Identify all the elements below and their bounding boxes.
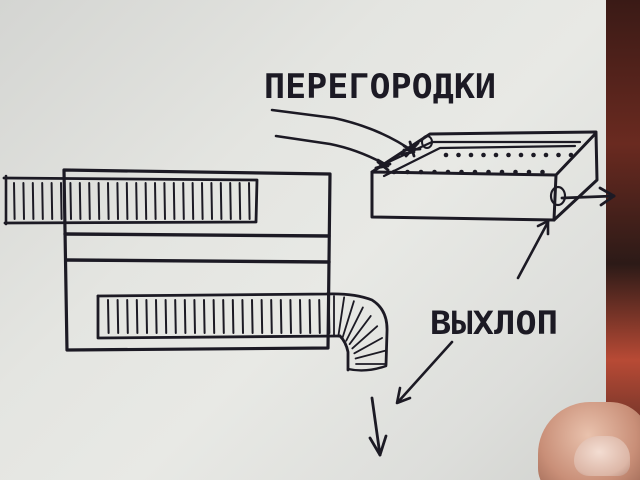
- duct-rib: [348, 315, 372, 346]
- duct-rib: [238, 182, 242, 220]
- partition-hole: [443, 152, 449, 158]
- duct-rib: [289, 299, 292, 334]
- partition-hole: [543, 152, 549, 158]
- duct-rib: [155, 299, 158, 334]
- duct-rib: [201, 182, 204, 220]
- duct-rib: [144, 182, 148, 220]
- duct-rib: [210, 182, 213, 220]
- duct-rib: [183, 299, 187, 334]
- duct-rib: [154, 182, 157, 220]
- thumb: [538, 402, 640, 480]
- duct-rib: [299, 299, 302, 334]
- duct-rib: [229, 182, 232, 220]
- duct-rib: [241, 299, 244, 334]
- partition-hole: [568, 152, 574, 158]
- duct-rib: [116, 182, 119, 220]
- lower-corrugated-duct: [96, 292, 389, 372]
- partition-hole: [499, 169, 505, 175]
- partition-hole: [518, 152, 524, 158]
- duct-rib: [193, 299, 196, 334]
- partition-hole: [418, 169, 424, 175]
- label-exhaust: ВЫХЛОП: [430, 304, 558, 342]
- duct-rib: [69, 182, 72, 220]
- duct-rib: [308, 299, 312, 334]
- partition-hole: [459, 169, 464, 175]
- duct-rib: [135, 182, 138, 220]
- label-partitions: ПЕРЕГОРОДКИ: [264, 67, 496, 107]
- duct-rib: [107, 299, 110, 334]
- duct-rib: [279, 299, 283, 334]
- partition-hole: [472, 169, 478, 175]
- duct-rib: [163, 182, 166, 220]
- duct-rib: [222, 299, 225, 334]
- partition-hole: [481, 152, 486, 158]
- duct-rib: [78, 182, 82, 220]
- partition-hole: [540, 169, 545, 175]
- duct-rib: [22, 182, 25, 220]
- duct-rib: [191, 182, 195, 220]
- partition-hole: [556, 152, 561, 158]
- partition-hole: [432, 169, 437, 175]
- partition-hole: [493, 152, 499, 158]
- duct-rib: [50, 182, 54, 220]
- duct-rib: [126, 299, 129, 334]
- duct-rib: [248, 182, 251, 220]
- duct-rib: [345, 306, 364, 342]
- duct-rib: [337, 296, 346, 338]
- duct-rib: [182, 182, 185, 220]
- duct-rib: [88, 182, 91, 220]
- duct-rib: [219, 182, 223, 220]
- partition-hole: [531, 152, 536, 158]
- duct-rib: [164, 299, 168, 334]
- duct-rib: [212, 299, 216, 334]
- duct-rib: [318, 299, 321, 334]
- duct-rib: [174, 299, 177, 334]
- duct-rib: [135, 299, 139, 334]
- duct-rib: [116, 299, 120, 334]
- duct-rib: [41, 182, 44, 220]
- arrows: [270, 108, 616, 457]
- duct-rib: [203, 299, 206, 334]
- duct-rib: [351, 325, 379, 350]
- main-box: [62, 168, 332, 352]
- duct-rib: [97, 182, 101, 220]
- duct-rib: [260, 299, 264, 334]
- partition-hole: [506, 152, 511, 158]
- duct-rib: [270, 299, 273, 334]
- duct-rib: [13, 182, 16, 220]
- duct-rib: [60, 182, 63, 220]
- duct-rib: [172, 182, 176, 220]
- duct-rib: [341, 300, 355, 340]
- duct-rib: [251, 299, 254, 334]
- duct-rib: [145, 299, 148, 334]
- partition-hole: [445, 169, 451, 175]
- partition-hole: [486, 169, 491, 175]
- muffler-box: [370, 130, 599, 222]
- partition-hole: [526, 169, 532, 175]
- duct-rib: [31, 182, 35, 220]
- duct-rib: [354, 349, 386, 360]
- duct-rib: [107, 182, 110, 220]
- thumbnail: [574, 436, 630, 476]
- duct-rib: [327, 299, 331, 334]
- partition-hole: [513, 169, 518, 175]
- partition-hole: [468, 152, 474, 158]
- partition-hole: [456, 152, 461, 158]
- upper-corrugated-duct: [2, 174, 259, 226]
- partition-holes: [391, 152, 574, 175]
- partition-hole: [391, 169, 397, 175]
- duct-rib: [353, 337, 383, 355]
- partition-hole: [405, 169, 410, 175]
- background-edge: [606, 0, 640, 480]
- duct-rib: [231, 299, 235, 334]
- duct-rib: [125, 182, 129, 220]
